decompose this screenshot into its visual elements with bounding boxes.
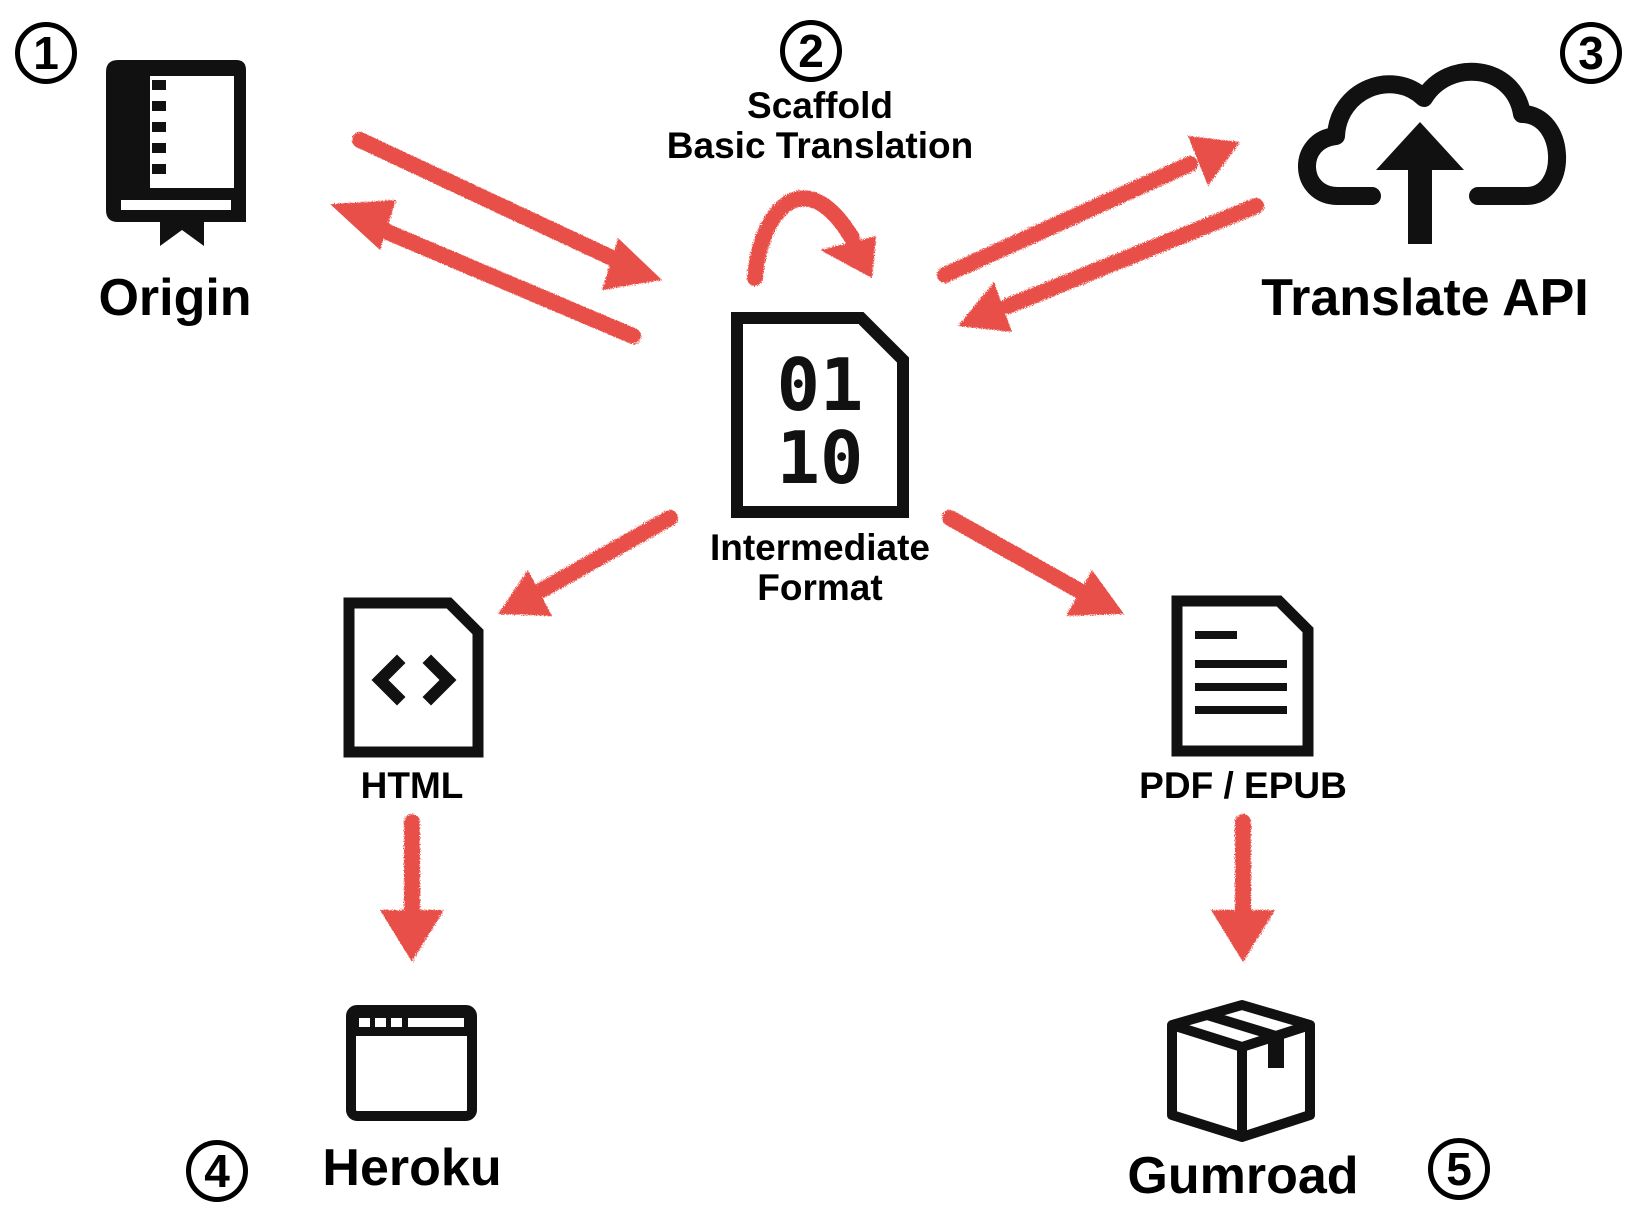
- browser-window-icon: [346, 1005, 477, 1121]
- arrow-scaffold-loop: [747, 190, 876, 286]
- intermediate-label-line2: Format: [757, 566, 883, 608]
- package-box-icon: [1167, 1000, 1315, 1142]
- binary-line-10: 10: [777, 416, 864, 500]
- document-file-icon: [1171, 595, 1314, 757]
- step-5-marker: 5: [1428, 1138, 1490, 1200]
- arrow-intermediate-to-html: [498, 510, 678, 616]
- book-icon: [106, 60, 246, 246]
- step-4-marker: 4: [186, 1140, 248, 1202]
- pdf-epub-label: PDF / EPUB: [1139, 765, 1347, 806]
- binary-file-icon: 01 10: [731, 312, 909, 518]
- step-3-marker: 3: [1560, 22, 1622, 84]
- step-2-marker: 2: [780, 20, 842, 82]
- step-1-marker: 1: [15, 22, 77, 84]
- translate-api-label: Translate API: [1261, 269, 1589, 327]
- gumroad-label: Gumroad: [1127, 1147, 1359, 1205]
- cloud-upload-icon: [1298, 62, 1566, 244]
- scaffold-label: Scaffold Basic Translation: [620, 86, 1020, 166]
- intermediate-label-line1: Intermediate: [709, 527, 930, 568]
- intermediate-format-label: Intermediate Format: [660, 528, 980, 608]
- html-label: HTML: [360, 765, 464, 806]
- heroku-label: Heroku: [322, 1139, 502, 1197]
- arrow-pdf-to-gumroad: [1211, 814, 1275, 962]
- scaffold-label-line1: Scaffold: [747, 85, 893, 126]
- arrow-html-to-heroku: [380, 814, 444, 962]
- arrow-origin-to-intermediate: [352, 132, 662, 290]
- arrow-intermediate-to-pdf: [942, 510, 1124, 616]
- scaffold-label-line2: Basic Translation: [666, 124, 974, 166]
- arrow-intermediate-to-origin: [330, 200, 641, 344]
- arrow-intermediate-to-translate-api: [937, 136, 1240, 283]
- code-file-icon: [343, 597, 484, 758]
- arrow-translate-api-to-intermediate: [958, 198, 1264, 332]
- binary-line-01: 01: [777, 343, 864, 427]
- origin-label: Origin: [98, 269, 252, 327]
